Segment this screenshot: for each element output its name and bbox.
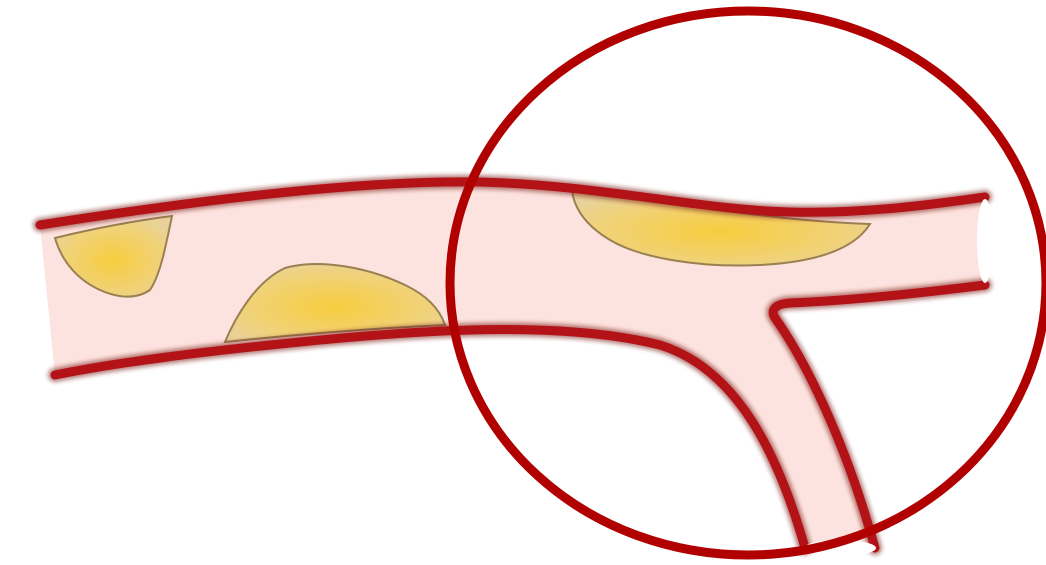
right-opening [977, 199, 993, 283]
